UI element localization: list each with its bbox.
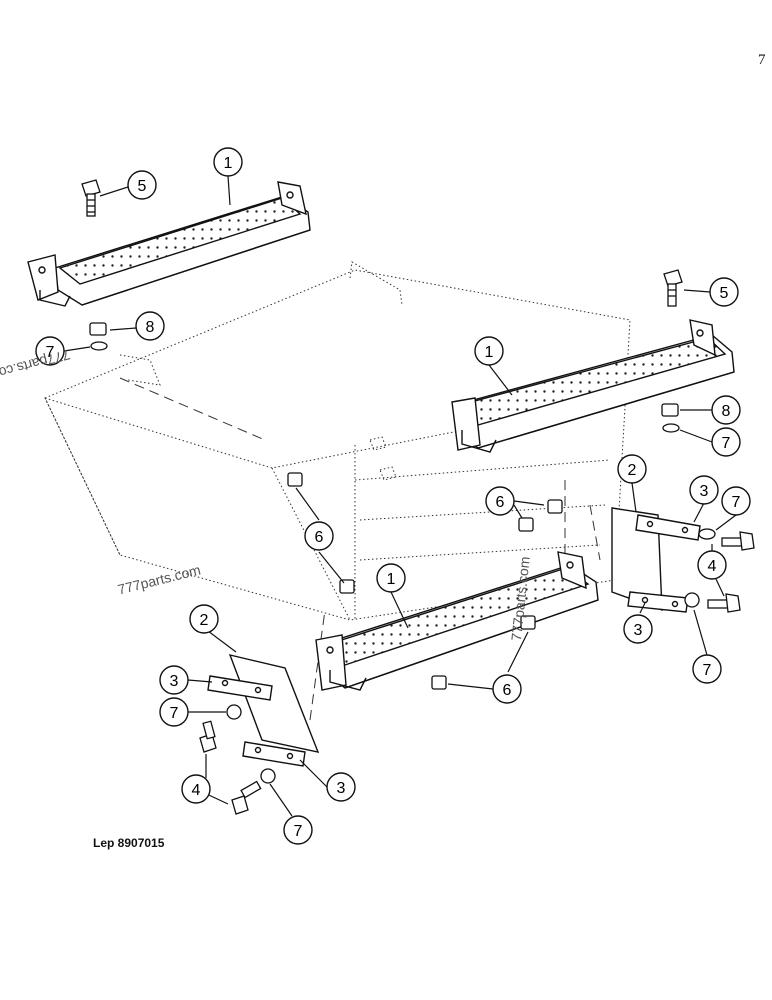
svg-text:7: 7 [46, 344, 55, 361]
svg-text:7: 7 [294, 823, 303, 840]
callout-3-right-upper: 3 [689, 475, 719, 505]
callout-7-top-left: 7 [35, 336, 65, 366]
nuts-and-washers [89, 322, 716, 784]
leader-lines [63, 175, 737, 817]
svg-text:4: 4 [708, 558, 717, 575]
callout-1-top: 1 [213, 147, 243, 177]
bolt-right-lower [707, 593, 741, 613]
callout-5-top-right: 5 [709, 277, 739, 307]
step-plate-bottom [315, 551, 599, 691]
bracket-plate-bottom-left [207, 654, 320, 767]
step-plate-right [451, 319, 735, 453]
callout-6-bottom: 6 [492, 674, 522, 704]
page-corner-mark: 7 [758, 52, 766, 68]
callout-7-right-middle: 7 [721, 486, 751, 516]
svg-text:8: 8 [722, 403, 731, 420]
svg-text:2: 2 [628, 462, 637, 479]
callout-6-left: 6 [304, 521, 334, 551]
svg-text:6: 6 [496, 494, 505, 511]
svg-text:5: 5 [720, 285, 729, 302]
drawing-reference: Lep 8907015 [93, 836, 165, 850]
svg-text:7: 7 [170, 705, 179, 722]
callout-1-right: 1 [474, 336, 504, 366]
callout-7-right-upper: 7 [711, 427, 741, 457]
bolt-top-left [81, 179, 101, 217]
callout-4-left: 4 [181, 774, 211, 804]
svg-text:3: 3 [634, 622, 643, 639]
callout-7-left: 7 [159, 697, 189, 727]
svg-text:5: 5 [138, 178, 147, 195]
callout-6-center: 6 [485, 486, 515, 516]
frame-hidden-lines [119, 377, 601, 721]
svg-text:7: 7 [732, 494, 741, 511]
callout-8-right: 8 [711, 395, 741, 425]
callout-7-right-lower: 7 [692, 654, 722, 684]
svg-text:1: 1 [485, 344, 494, 361]
svg-text:7: 7 [703, 662, 712, 679]
callout-3-left-upper: 3 [159, 665, 189, 695]
bolt-bottom-left-lower [231, 780, 262, 815]
svg-text:3: 3 [337, 780, 346, 797]
svg-text:3: 3 [170, 673, 179, 690]
svg-text:2: 2 [200, 612, 209, 629]
callout-1-bottom: 1 [376, 563, 406, 593]
callout-8-top-left: 8 [135, 311, 165, 341]
callout-2-right: 2 [617, 454, 647, 484]
bolt-bottom-left-upper [199, 720, 217, 753]
callout-2-left: 2 [189, 604, 219, 634]
svg-text:6: 6 [503, 682, 512, 699]
svg-text:3: 3 [700, 483, 709, 500]
bolt-right-upper [721, 531, 755, 551]
callout-7-bottom: 7 [283, 815, 313, 845]
frame-body [44, 261, 631, 621]
callout-5-top-left: 5 [127, 170, 157, 200]
callout-3-left-lower: 3 [326, 772, 356, 802]
svg-text:7: 7 [722, 435, 731, 452]
svg-text:6: 6 [315, 529, 324, 546]
callout-3-right-lower: 3 [623, 614, 653, 644]
callout-4-right: 4 [697, 550, 727, 580]
svg-text:1: 1 [387, 571, 396, 588]
bolt-top-right [663, 269, 683, 307]
step-plate-top-left [27, 181, 311, 307]
svg-text:1: 1 [224, 155, 233, 172]
svg-text:8: 8 [146, 319, 155, 336]
svg-text:4: 4 [192, 782, 201, 799]
